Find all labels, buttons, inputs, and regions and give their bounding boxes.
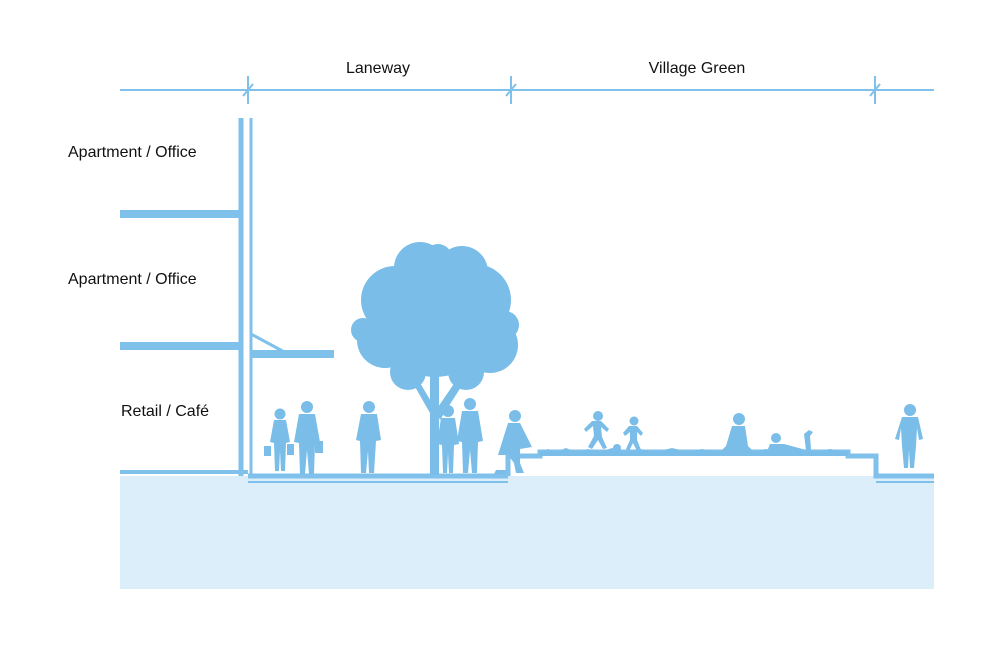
pedestrian-figure: [356, 401, 381, 473]
reclining-person-figure: [766, 430, 813, 454]
pedestrian-figure: [457, 398, 483, 473]
floor-label-upper: Apartment / Office: [68, 144, 197, 161]
tree: [351, 242, 519, 475]
ground-fill: [120, 476, 934, 589]
ball: [613, 444, 621, 452]
dimension-label-laneway: Laneway: [345, 60, 411, 77]
seated-person-figure: [494, 410, 532, 474]
floor-label-middle: Apartment / Office: [68, 271, 197, 288]
child-running-figure: [584, 411, 609, 449]
seated-person-figure: [720, 413, 754, 452]
pedestrian-figure: [287, 401, 323, 474]
floor-label-ground: Retail / Café: [121, 403, 210, 420]
pedestrian-figure: [437, 405, 459, 473]
child-running-figure: [623, 416, 643, 451]
dimension-label-village-green: Village Green: [648, 60, 746, 77]
cyclist-figure: [895, 404, 923, 468]
pedestrian-figure: [264, 408, 290, 471]
